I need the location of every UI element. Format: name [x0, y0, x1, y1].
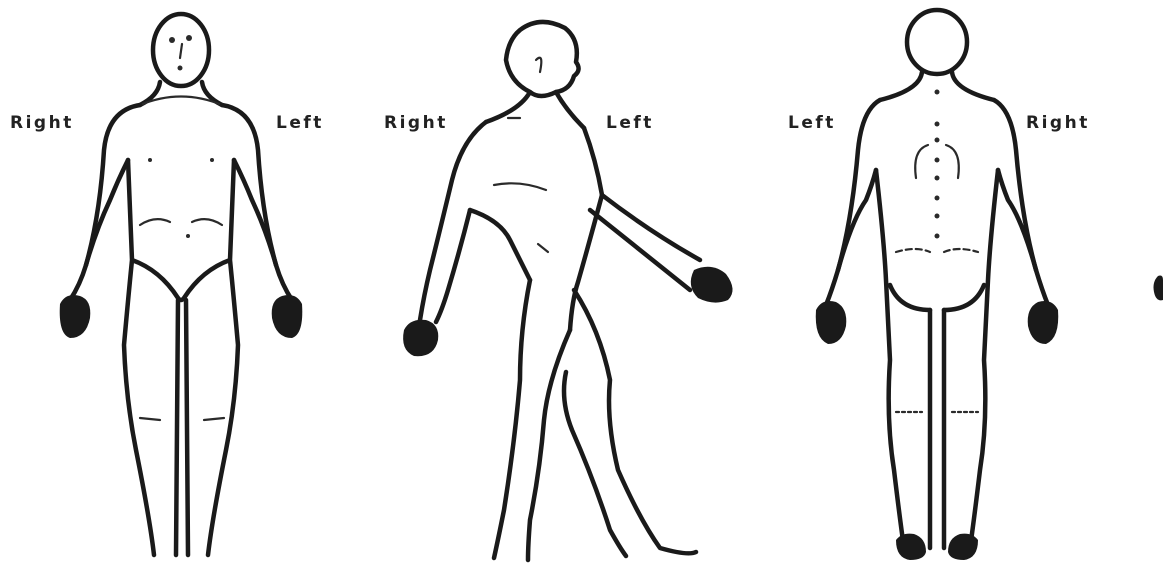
front-mouth: [178, 66, 183, 71]
back-view-figure: Left Right: [788, 10, 1090, 560]
back-scapula-left: [915, 145, 928, 178]
back-left-hand: [816, 301, 847, 344]
front-eye-right: [169, 37, 175, 43]
front-left-hand: [272, 295, 303, 338]
back-body-outline: [826, 100, 1048, 548]
front-eye-left: [186, 35, 192, 41]
side-chest-mark: [494, 183, 546, 190]
side-left-hand: [691, 267, 733, 303]
back-head: [907, 10, 967, 74]
front-body-outline: [70, 105, 292, 555]
front-label-left: Left: [276, 113, 324, 133]
side-view-figure: Right Left: [384, 22, 733, 560]
side-ear: [536, 58, 541, 72]
front-label-right: Right: [10, 113, 74, 133]
side-head: [506, 22, 579, 96]
front-chest-left-mark: [192, 219, 222, 225]
front-nose: [180, 44, 182, 58]
partial-figure-edge: [1154, 276, 1163, 301]
front-shoulder-mark-r: [148, 158, 152, 162]
back-label-right: Right: [1026, 113, 1090, 133]
back-scapula-right: [946, 145, 959, 178]
back-left-arm-inner: [838, 170, 876, 270]
side-legs: [494, 280, 696, 560]
back-spine: [935, 90, 940, 239]
front-chest-right-mark: [140, 219, 170, 225]
side-torso: [470, 195, 602, 330]
back-left-foot: [896, 534, 926, 560]
side-label-left: Left: [606, 113, 654, 133]
back-waist-line: [896, 249, 978, 252]
front-shoulder-mark-l: [210, 158, 214, 162]
back-right-arm-inner: [998, 170, 1036, 270]
front-view-figure: Right Left: [10, 14, 324, 555]
side-label-right: Right: [384, 113, 448, 133]
front-left-arm-inner: [234, 160, 276, 265]
front-right-arm-inner: [86, 160, 128, 265]
side-right-hand: [403, 320, 438, 356]
front-knee-marks: [140, 418, 224, 420]
back-right-foot: [948, 534, 978, 560]
back-buttocks: [890, 285, 984, 310]
side-back-arm: [420, 122, 486, 322]
side-neck-front: [556, 92, 584, 128]
side-hip-mark: [538, 244, 548, 252]
back-label-left: Left: [788, 113, 836, 133]
front-right-hand: [60, 295, 91, 338]
back-right-hand: [1028, 301, 1059, 344]
side-front-arm: [584, 128, 700, 290]
front-navel: [186, 234, 190, 238]
